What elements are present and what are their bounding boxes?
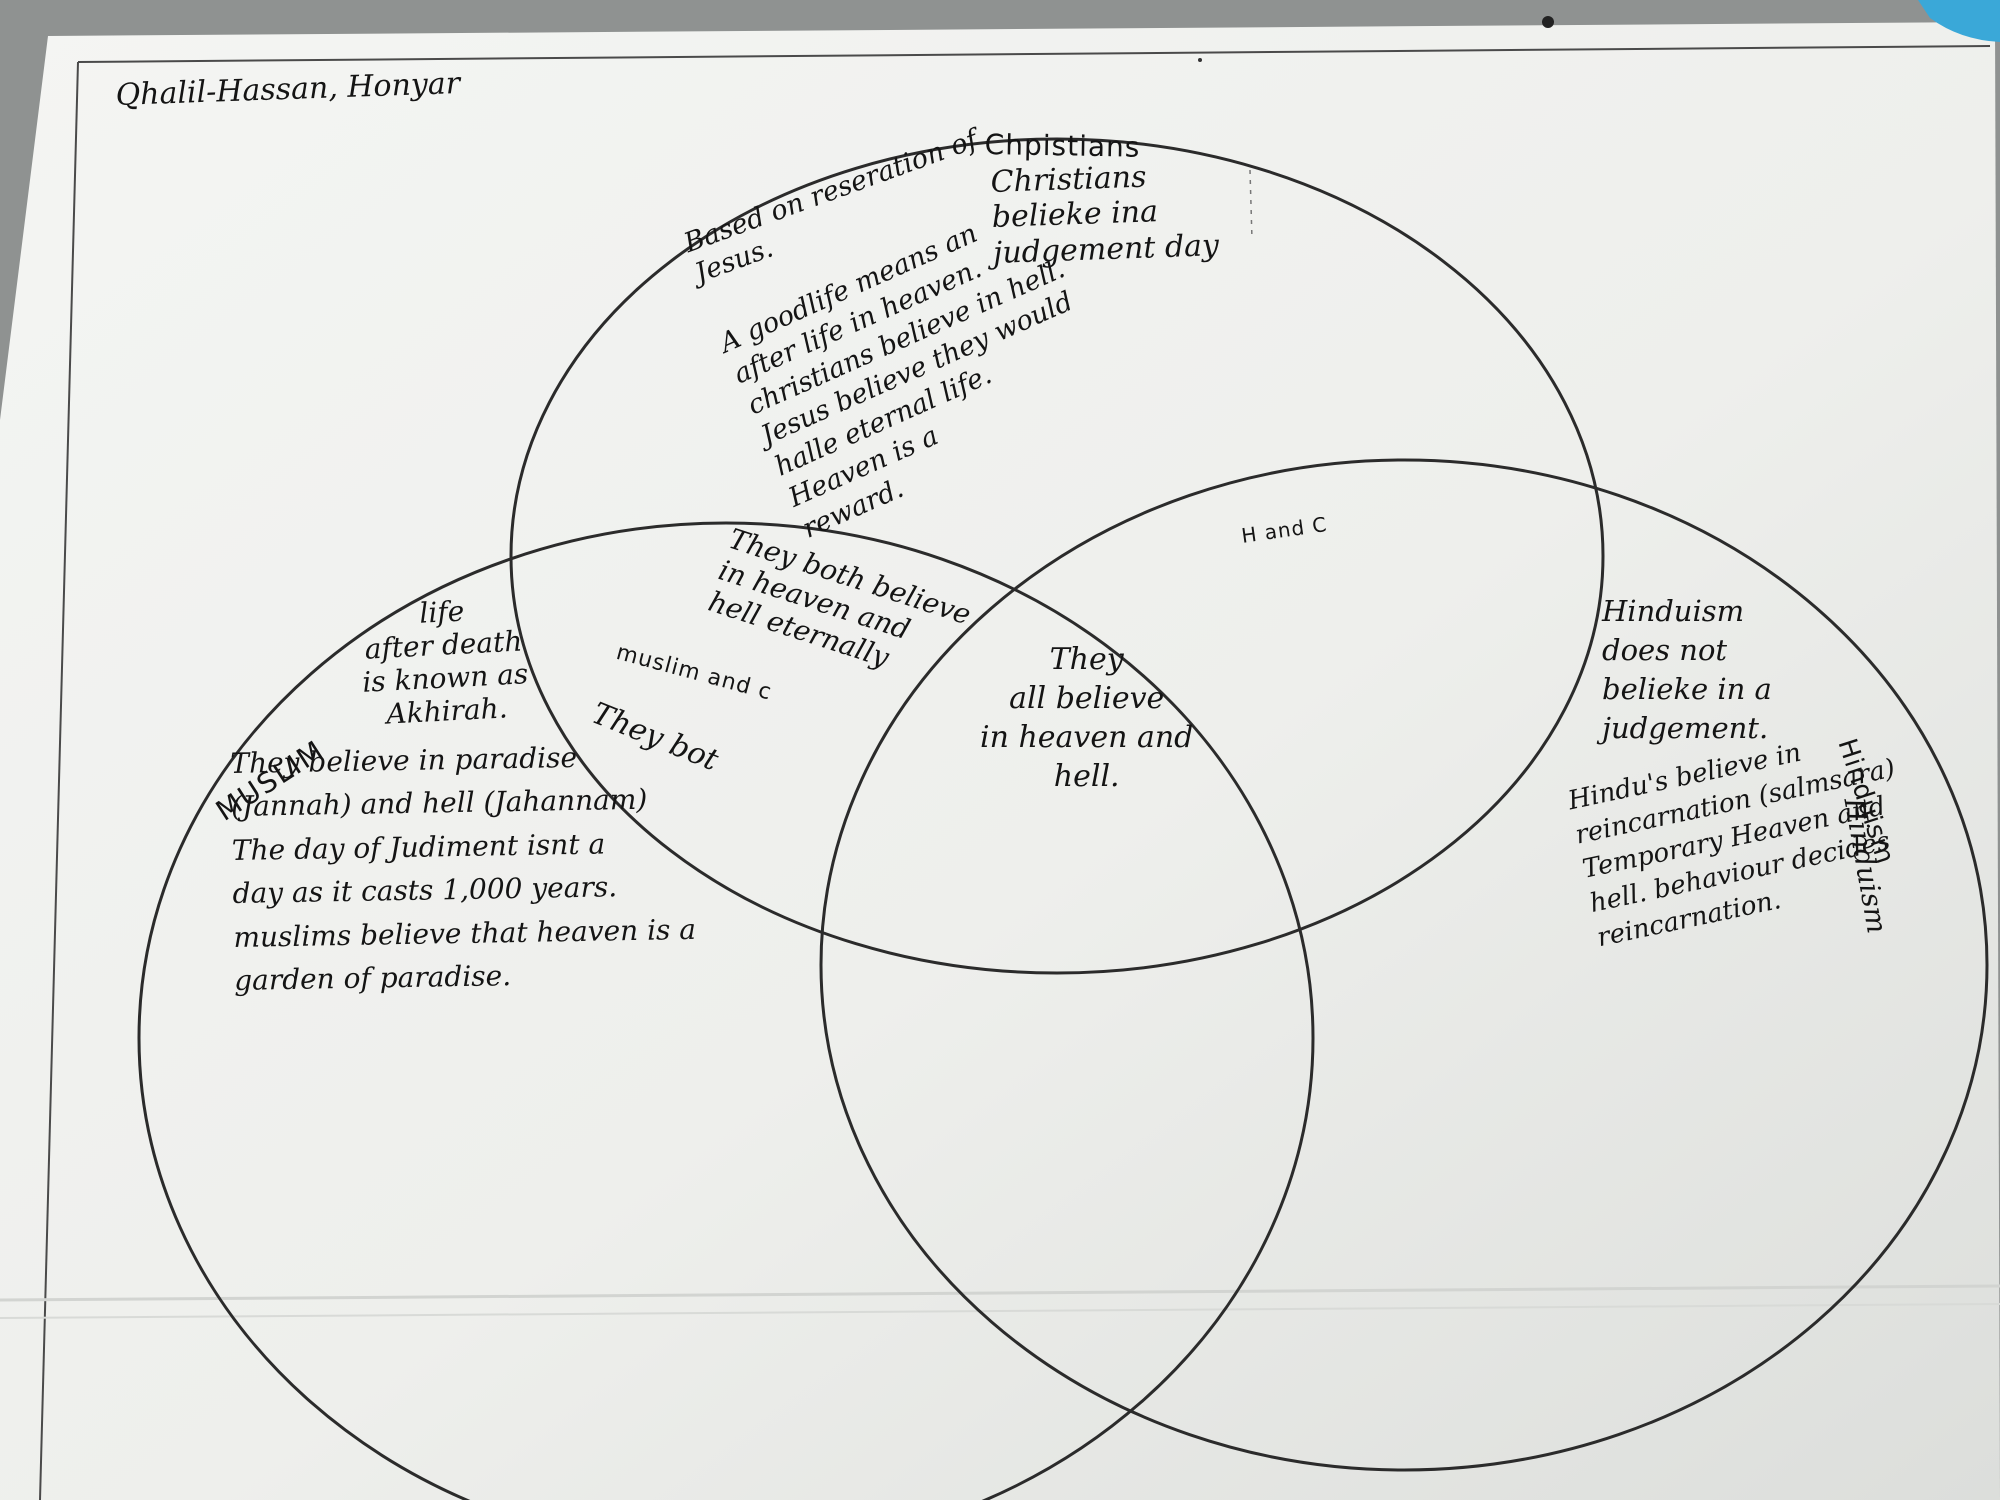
pencil-mark [1249,169,1253,241]
hinduism-note-judgement: Hinduism does not belieke in a judgement… [1602,594,1772,746]
venn-circle-christians [509,137,1605,975]
christians-label: Chpistians [984,128,1141,164]
paper-sheet [0,22,2000,1500]
venn-circle-hinduism [819,458,1989,1472]
blue-object [1918,0,2000,42]
print-band [0,1303,2000,1319]
border-left [39,61,79,1500]
ink-speck [1542,16,1554,28]
ink-speck [1198,58,1202,62]
center-overlap-note: They all believe in heaven and hell. [980,642,1194,794]
print-band [0,1284,2000,1302]
border-top [77,45,1991,63]
muslim-note-paradise: They believe in paradise (Jannah) and he… [230,740,697,997]
venn-circle-muslim [137,521,1315,1500]
muslim-note-akhirah: life after death is known as Akhirah. [361,594,530,731]
